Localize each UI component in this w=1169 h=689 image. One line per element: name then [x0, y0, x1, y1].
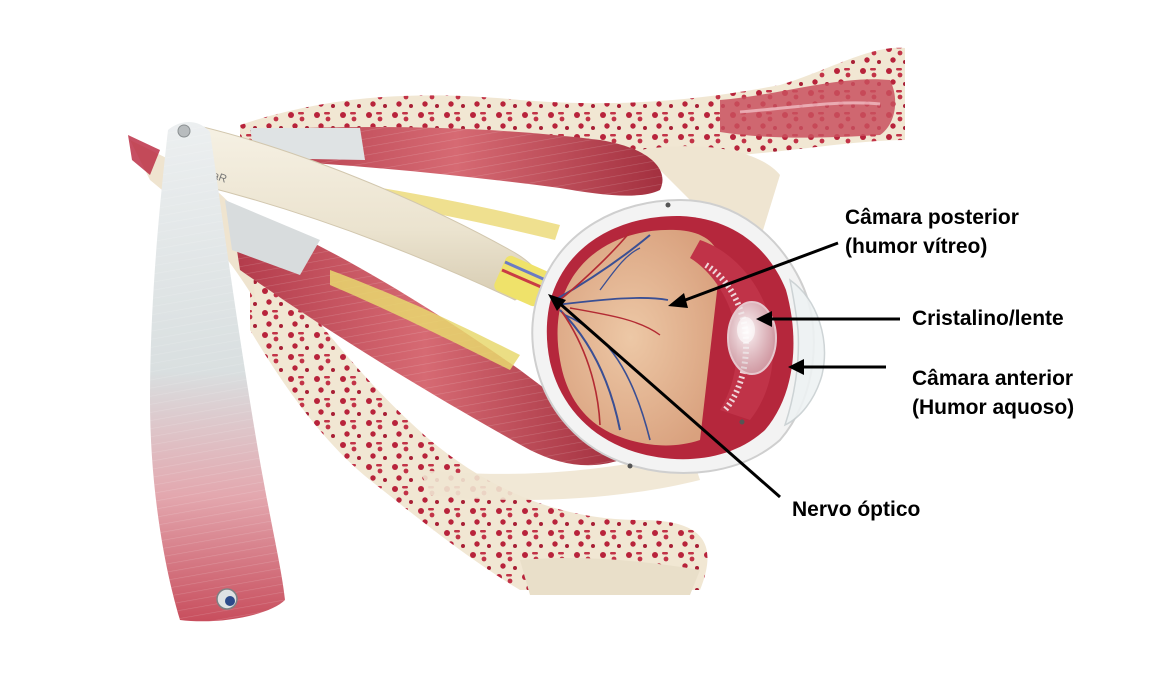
label-optic-nerve-line1: Nervo óptico	[792, 498, 921, 521]
superior-rectus-muscle	[250, 127, 663, 196]
arrow-anterior-chamber-head	[788, 359, 804, 375]
label-optic-nerve: Nervo óptico	[792, 495, 920, 524]
optic-nerve-cylinder: aR	[194, 124, 551, 307]
annotation-arrows	[548, 241, 900, 499]
label-posterior-chamber: Câmara posterior (humor vítreo)	[845, 203, 1019, 261]
arrow-optic-nerve	[557, 300, 781, 499]
orbital-fat-lower	[330, 270, 520, 370]
label-anterior-chamber-line2: (Humor aquoso)	[912, 396, 1075, 419]
orbit-back-spots	[128, 135, 160, 175]
label-lens: Cristalino/lente	[912, 304, 1064, 333]
eyeball-cross-section	[531, 198, 826, 474]
arrow-optic-nerve-head	[548, 294, 566, 311]
arrow-posterior-chamber	[679, 241, 839, 304]
lateral-rectus-muscle	[225, 200, 620, 466]
label-posterior-chamber-line2: (humor vítreo)	[845, 235, 988, 258]
orbit-floor	[250, 230, 708, 595]
arrow-posterior-chamber-head	[668, 293, 688, 308]
label-lens-line1: Cristalino/lente	[912, 307, 1064, 330]
superior-oblique-muscle	[150, 121, 285, 622]
orbit-back-wall	[130, 140, 255, 300]
label-anterior-chamber: Câmara anterior (Humor aquoso)	[912, 364, 1074, 422]
label-anterior-chamber-line1: Câmara anterior	[912, 367, 1074, 390]
arrow-lens-head	[756, 311, 772, 327]
label-posterior-chamber-line1: Câmara posterior	[845, 206, 1019, 229]
